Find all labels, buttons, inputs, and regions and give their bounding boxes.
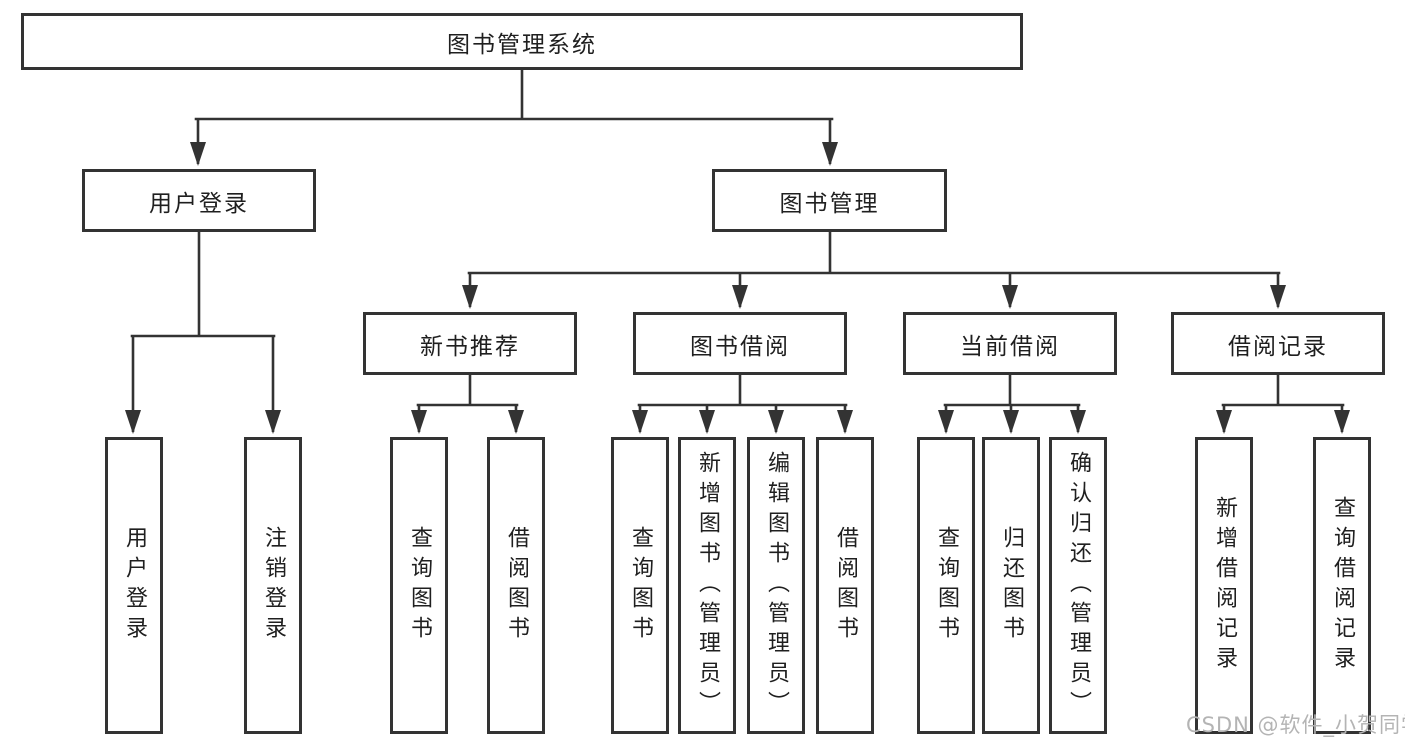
branch-node-book-management: 图书管理 xyxy=(712,169,947,232)
leaf-label: 新增图书（管理员） xyxy=(695,450,720,721)
leaf-label: 归还图书 xyxy=(999,525,1024,646)
leaf-node-add-borrow-record: 新增借阅记录 xyxy=(1195,437,1253,734)
leaf-node-add-book-admin: 新增图书（管理员） xyxy=(678,437,736,734)
leaf-label: 新增借阅记录 xyxy=(1212,495,1237,676)
category-node-borrow-records: 借阅记录 xyxy=(1171,312,1385,375)
csdn-watermark: CSDN @软件_小贺同学 xyxy=(1186,713,1405,737)
leaf-node-user-login: 用户登录 xyxy=(105,437,163,734)
leaf-node-query-books-borrow: 查询图书 xyxy=(611,437,669,734)
leaf-node-borrow-books-recommend: 借阅图书 xyxy=(487,437,545,734)
leaf-node-return-books: 归还图书 xyxy=(982,437,1040,734)
leaf-label: 查询图书 xyxy=(628,525,653,646)
leaf-label: 注销登录 xyxy=(261,525,286,646)
leaf-node-edit-book-admin: 编辑图书（管理员） xyxy=(747,437,805,734)
root-node-library-system: 图书管理系统 xyxy=(21,13,1023,70)
leaf-node-logout: 注销登录 xyxy=(244,437,302,734)
leaf-node-confirm-return-admin: 确认归还（管理员） xyxy=(1049,437,1107,734)
category-node-new-book-recommend: 新书推荐 xyxy=(363,312,577,375)
leaf-label: 查询图书 xyxy=(407,525,432,646)
leaf-label: 查询图书 xyxy=(934,525,959,646)
leaf-label: 查询借阅记录 xyxy=(1330,495,1355,676)
category-node-book-borrow: 图书借阅 xyxy=(633,312,847,375)
leaf-label: 借阅图书 xyxy=(504,525,529,646)
leaf-label: 确认归还（管理员） xyxy=(1066,450,1091,721)
category-node-current-borrow: 当前借阅 xyxy=(903,312,1117,375)
leaf-node-borrow-books: 借阅图书 xyxy=(816,437,874,734)
leaf-node-query-books-current: 查询图书 xyxy=(917,437,975,734)
leaf-label: 编辑图书（管理员） xyxy=(764,450,789,721)
leaf-node-query-books-recommend: 查询图书 xyxy=(390,437,448,734)
leaf-node-query-borrow-record: 查询借阅记录 xyxy=(1313,437,1371,734)
branch-node-user-login: 用户登录 xyxy=(82,169,316,232)
leaf-label: 借阅图书 xyxy=(833,525,858,646)
leaf-label: 用户登录 xyxy=(122,525,147,646)
